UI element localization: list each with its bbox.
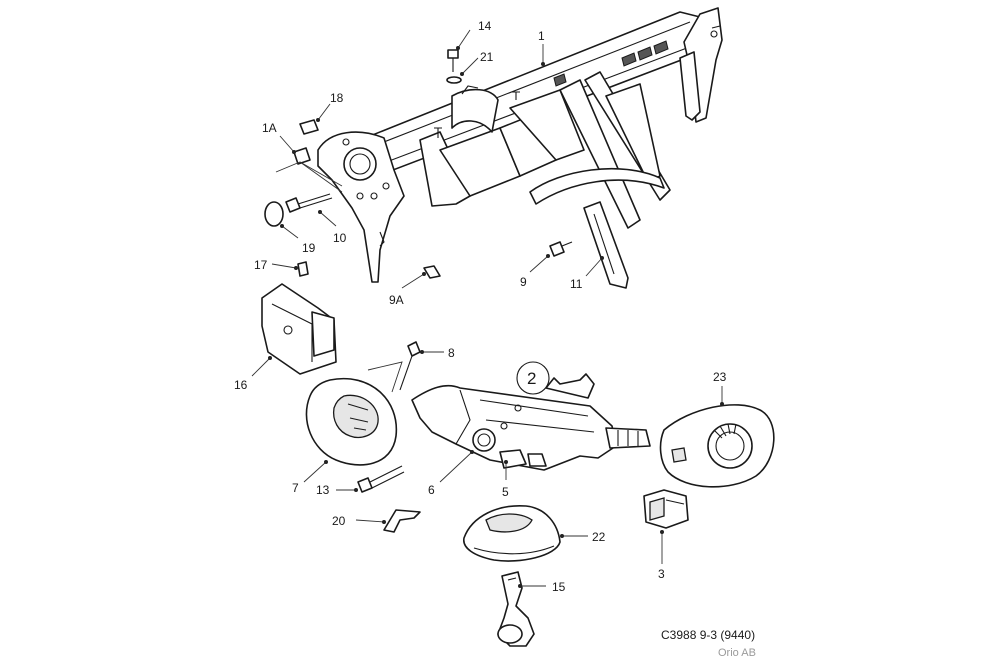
callout-17: 17 — [254, 258, 268, 272]
callout-9a: 9A — [389, 293, 404, 307]
callout-23: 23 — [713, 370, 727, 384]
callout-18: 18 — [330, 91, 344, 105]
callout-13: 13 — [316, 483, 330, 497]
callout-22: 22 — [592, 530, 606, 544]
column-support-bracket — [497, 571, 535, 647]
callout-3: 3 — [658, 567, 665, 581]
callout-1: 1 — [538, 29, 545, 43]
callout-9: 9 — [520, 275, 527, 289]
callout-8: 8 — [448, 346, 455, 360]
cross-car-beam — [317, 7, 723, 289]
callout-19: 19 — [302, 241, 316, 255]
retaining-clip — [383, 509, 421, 533]
callout-10: 10 — [333, 231, 347, 245]
ignition-switch — [643, 489, 689, 529]
callout-21: 21 — [480, 50, 494, 64]
fastener-group-top — [264, 49, 573, 279]
callout-15: 15 — [552, 580, 566, 594]
callout-20: 20 — [332, 514, 346, 528]
callout-14: 14 — [478, 19, 492, 33]
group-marker-circle — [516, 361, 550, 395]
lower-trim-cover — [463, 505, 561, 562]
callout-5: 5 — [502, 485, 509, 499]
callout-16: 16 — [234, 378, 248, 392]
callout-11: 11 — [570, 277, 583, 291]
callout-6: 6 — [428, 483, 435, 497]
group-marker-label: 2 — [527, 369, 536, 388]
callout-labels: 1 1A 3 5 6 7 8 9 9A 10 11 13 14 15 16 17… — [234, 19, 727, 594]
callout-7: 7 — [292, 481, 299, 495]
figure-caption: C3988 9-3 (9440) — [661, 628, 756, 642]
steering-column-bracket — [305, 341, 421, 466]
leader-lines — [251, 29, 724, 588]
callout-1a: 1A — [262, 121, 277, 135]
column-shroud — [659, 404, 775, 488]
control-module — [261, 283, 337, 375]
steering-column — [357, 373, 651, 493]
copyright-notice: Orio AB — [718, 647, 756, 659]
